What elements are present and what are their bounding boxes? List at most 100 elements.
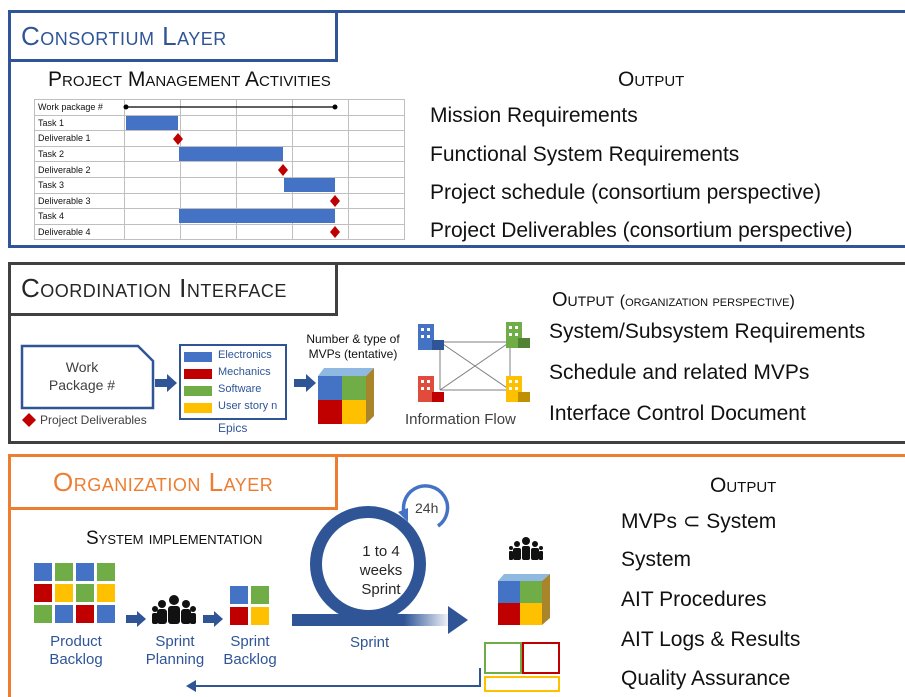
- sprint-backlog-label: Sprint Backlog: [218, 633, 282, 669]
- consortium-output-2: Functional System Requirements: [430, 143, 740, 166]
- mvp-box-red: [522, 642, 560, 674]
- information-flow-diagram: [418, 322, 530, 402]
- building-red-icon: [418, 376, 444, 402]
- arrow-right-icon: [155, 374, 177, 392]
- sprint-center-line-2: weeks: [359, 562, 403, 579]
- cycle-24h-label: 24h: [415, 500, 439, 516]
- coordination-output-1: System/Subsystem Requirements: [549, 320, 866, 343]
- coordination-output-3: Interface Control Document: [549, 402, 806, 425]
- epic-item: Mechanics: [184, 366, 284, 381]
- system-impl-heading: System implementation: [86, 528, 263, 549]
- product-backlog-grid: [34, 563, 115, 623]
- mvp-label: Number & type of MVPs (tentative): [300, 332, 406, 362]
- sprint-cycle-graphic: [292, 484, 468, 634]
- coordination-title: Coordination Interface: [8, 262, 338, 316]
- information-flow-label: Information Flow: [405, 411, 516, 428]
- mvp-cube-icon: [318, 368, 374, 424]
- organization-output-1: MVPs ⊂ System: [621, 510, 777, 533]
- epics-label: Epics: [218, 421, 248, 435]
- organization-title: Organization Layer: [8, 454, 338, 510]
- gantt-overlay: [123, 104, 340, 238]
- consortium-output-1: Mission Requirements: [430, 104, 638, 127]
- output-heading-sub: (organization perspective): [619, 293, 795, 310]
- daily-cycle-arc: [401, 484, 450, 528]
- sprint-center-line-3: Sprint: [361, 581, 401, 598]
- epic-swatch: [184, 352, 212, 362]
- sprint-center-text: 1 to 4 weeks Sprint: [338, 542, 424, 599]
- work-package-shape: [20, 344, 155, 410]
- epic-label: Mechanics: [218, 366, 271, 378]
- organization-output-4: AIT Logs & Results: [621, 628, 801, 651]
- consortium-output-3: Project schedule (consortium perspective…: [430, 181, 822, 204]
- activities-heading: Project Management Activities: [48, 68, 331, 91]
- coordination-panel: [8, 262, 905, 444]
- deliverable-diamond: [173, 133, 183, 145]
- arrow-right-icon: [294, 374, 316, 392]
- epic-swatch: [184, 386, 212, 396]
- organization-panel: [8, 454, 905, 697]
- epic-label: Software: [218, 383, 262, 395]
- mvp-label-line-2: MVPs (tentative): [308, 347, 398, 361]
- task-bar: [179, 147, 283, 161]
- epics-box: [179, 344, 287, 420]
- sprint-arrow-head: [448, 606, 468, 634]
- task-bar: [126, 116, 178, 130]
- epic-swatch: [184, 403, 212, 413]
- epic-item: Electronics: [184, 349, 284, 364]
- task-bar: [179, 209, 335, 223]
- coordination-output-heading: Output (organization perspective): [552, 289, 795, 312]
- team-icon: [152, 595, 196, 624]
- organization-output-5: Quality Assurance: [621, 667, 791, 690]
- deliverable-diamond: [278, 164, 288, 176]
- sprint-backlog-grid: [230, 586, 269, 625]
- sprint-planning-label: Sprint Planning: [142, 633, 208, 669]
- gantt-row: Deliverable 2: [34, 161, 405, 178]
- coordination-output-2: Schedule and related MVPs: [549, 361, 810, 384]
- sprint-backlog-line-2: Backlog: [223, 651, 277, 668]
- mvp-label-line-1: Number & type of: [306, 332, 400, 346]
- product-backlog-line-1: Product: [50, 633, 102, 650]
- epic-swatch: [184, 369, 212, 379]
- work-package-line-1: Work: [65, 359, 99, 375]
- arrow-right-icon: [126, 611, 146, 627]
- deliverables-legend: Project Deliverables: [40, 413, 147, 427]
- epic-item: Software: [184, 383, 284, 398]
- consortium-output-heading: Output: [618, 68, 685, 91]
- sprint-label: Sprint: [350, 634, 390, 651]
- output-heading-main: Output: [552, 289, 615, 311]
- deliverable-diamond: [330, 226, 340, 238]
- gantt-row: Task 1: [34, 114, 405, 132]
- building-green-icon: [506, 322, 530, 348]
- consortium-panel: [8, 10, 905, 248]
- system-cube-icon: [498, 574, 550, 625]
- mvp-box-green: [484, 642, 522, 674]
- epic-label: Electronics: [218, 349, 272, 361]
- organization-output-heading: Output: [710, 474, 777, 497]
- epic-item: User story n: [184, 400, 284, 415]
- product-backlog-label: Product Backlog: [34, 633, 118, 669]
- task-bar: [284, 178, 335, 192]
- building-yellow-icon: [506, 376, 530, 402]
- work-package-text: Work Package #: [22, 358, 142, 394]
- team-icon: [509, 537, 543, 560]
- product-backlog-line-2: Backlog: [49, 651, 103, 668]
- span-end-marker: [332, 104, 338, 110]
- work-package-line-2: Package #: [48, 377, 116, 393]
- feedback-loop-arrow: [186, 668, 481, 692]
- gantt-row: Deliverable 1: [34, 130, 405, 147]
- gantt-label: Deliverable 4: [34, 223, 125, 241]
- sprint-planning-line-1: Sprint: [155, 633, 195, 650]
- epic-label: User story n: [218, 400, 278, 412]
- sprint-band: [292, 614, 452, 626]
- mvp-box-yellow: [484, 676, 560, 692]
- sprint-backlog-line-1: Sprint: [230, 633, 270, 650]
- consortium-output-4: Project Deliverables (consortium perspec…: [430, 219, 853, 242]
- deliverable-legend-diamond: [22, 413, 36, 427]
- consortium-title: Consortium Layer: [8, 10, 338, 62]
- deliverable-diamond: [330, 195, 340, 207]
- organization-output-2: System: [621, 548, 692, 571]
- sprint-center-line-1: 1 to 4: [362, 543, 400, 560]
- sprint-planning-line-2: Planning: [145, 651, 205, 668]
- organization-output-3: AIT Procedures: [621, 588, 767, 611]
- arrow-right-icon: [203, 611, 223, 627]
